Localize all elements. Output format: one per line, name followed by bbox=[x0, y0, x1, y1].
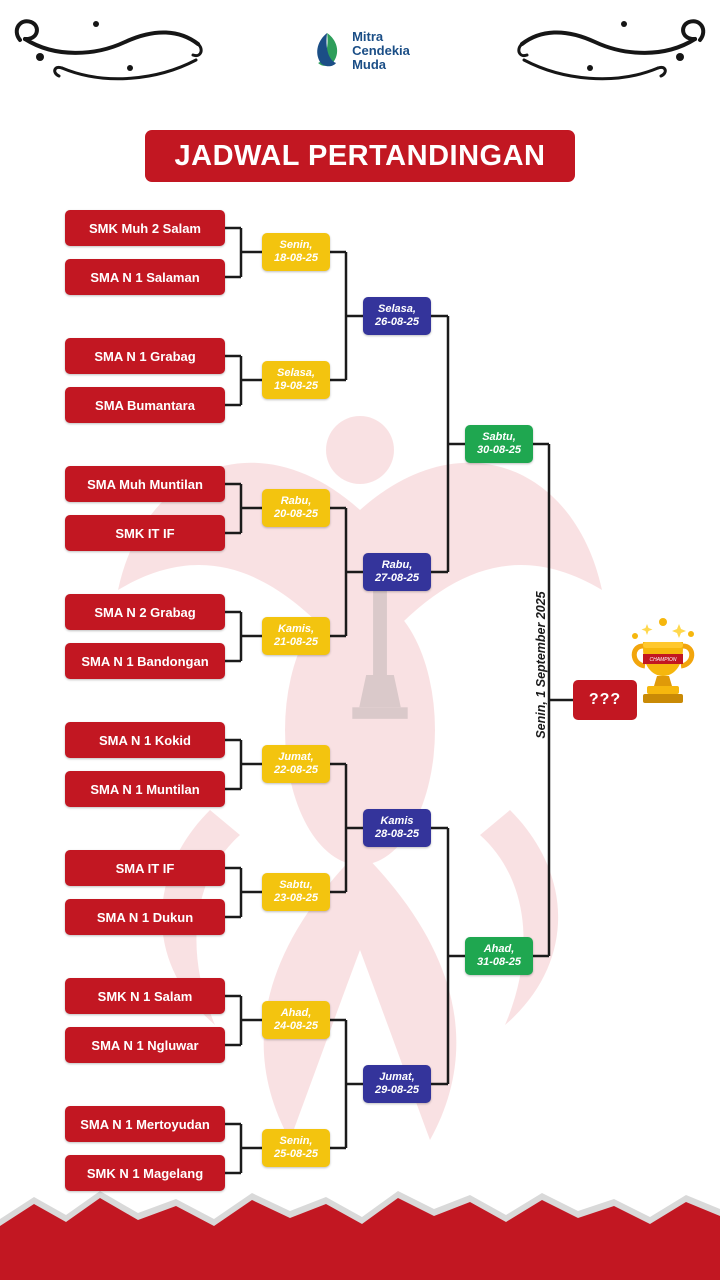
team-box: SMA Muh Muntilan bbox=[65, 466, 225, 502]
logo-line-2: Cendekia bbox=[352, 43, 410, 58]
round1-match-date: Ahad, 24-08-25 bbox=[262, 1001, 330, 1039]
round1-match-date: Senin, 25-08-25 bbox=[262, 1129, 330, 1167]
match-day: Kamis bbox=[380, 815, 414, 827]
team-box: SMA N 1 Muntilan bbox=[65, 771, 225, 807]
match-date: 29-08-25 bbox=[374, 1084, 420, 1096]
flourish-right-icon bbox=[517, 19, 706, 81]
logo-mark-icon bbox=[317, 33, 338, 67]
team-box: SMA N 1 Kokid bbox=[65, 722, 225, 758]
final-date-label: Senin, 1 September 2025 bbox=[534, 591, 548, 739]
match-date: 25-08-25 bbox=[273, 1148, 319, 1160]
trophy-band-text: CHAMPION bbox=[650, 657, 677, 663]
team-box: SMK N 1 Salam bbox=[65, 978, 225, 1014]
match-day: Sabtu, bbox=[482, 431, 516, 443]
team-box: SMA N 1 Bandongan bbox=[65, 643, 225, 679]
team-box: SMA N 2 Grabag bbox=[65, 594, 225, 630]
match-date: 27-08-25 bbox=[374, 572, 420, 584]
match-date: 23-08-25 bbox=[273, 892, 319, 904]
match-day: Ahad, bbox=[280, 1007, 312, 1019]
match-date: 24-08-25 bbox=[273, 1020, 319, 1032]
match-date: 20-08-25 bbox=[273, 508, 319, 520]
trophy-icon: CHAMPION bbox=[631, 618, 695, 703]
round1-match-date: Kamis, 21-08-25 bbox=[262, 617, 330, 655]
match-day: Rabu, bbox=[381, 559, 413, 571]
match-date: 19-08-25 bbox=[273, 380, 319, 392]
semifinal-date: Sabtu, 30-08-25 bbox=[465, 425, 533, 463]
team-box: SMA Bumantara bbox=[65, 387, 225, 423]
round1-match-date: Rabu, 20-08-25 bbox=[262, 489, 330, 527]
match-date: 30-08-25 bbox=[476, 444, 522, 456]
champion-box: ??? bbox=[573, 680, 637, 720]
round1-match-date: Selasa, 19-08-25 bbox=[262, 361, 330, 399]
match-day: Jumat, bbox=[379, 1071, 415, 1083]
logo-line-3: Muda bbox=[352, 57, 387, 72]
team-box: SMA N 1 Ngluwar bbox=[65, 1027, 225, 1063]
match-day: Kamis, bbox=[277, 623, 315, 635]
match-date: 28-08-25 bbox=[374, 828, 420, 840]
quarterfinal-date: Kamis 28-08-25 bbox=[363, 809, 431, 847]
match-date: 31-08-25 bbox=[476, 956, 522, 968]
match-date: 21-08-25 bbox=[273, 636, 319, 648]
semifinal-date: Ahad, 31-08-25 bbox=[465, 937, 533, 975]
match-day: Jumat, bbox=[278, 751, 314, 763]
team-box: SMK IT IF bbox=[65, 515, 225, 551]
match-day: Selasa, bbox=[277, 367, 315, 379]
round1-match-date: Jumat, 22-08-25 bbox=[262, 745, 330, 783]
flourish-left-icon bbox=[14, 19, 203, 81]
quarterfinal-date: Jumat, 29-08-25 bbox=[363, 1065, 431, 1103]
quarterfinal-date: Rabu, 27-08-25 bbox=[363, 553, 431, 591]
logo-text: Mitra Cendekia Muda bbox=[352, 30, 410, 72]
team-box: SMK N 1 Magelang bbox=[65, 1155, 225, 1191]
match-day: Rabu, bbox=[280, 495, 312, 507]
team-box: SMA N 1 Mertoyudan bbox=[65, 1106, 225, 1142]
match-day: Selasa, bbox=[378, 303, 416, 315]
logo: Mitra Cendekia Muda bbox=[310, 30, 410, 72]
page-title: JADWAL PERTANDINGAN bbox=[145, 130, 575, 182]
match-date: 18-08-25 bbox=[273, 252, 319, 264]
quarterfinal-date: Selasa, 26-08-25 bbox=[363, 297, 431, 335]
match-day: Sabtu, bbox=[279, 879, 313, 891]
match-day: Ahad, bbox=[483, 943, 515, 955]
match-date: 22-08-25 bbox=[273, 764, 319, 776]
round1-match-date: Sabtu, 23-08-25 bbox=[262, 873, 330, 911]
team-box: SMA IT IF bbox=[65, 850, 225, 886]
monument-watermark-icon bbox=[352, 585, 408, 719]
match-day: Senin, bbox=[279, 239, 313, 251]
match-day: Senin, bbox=[279, 1135, 313, 1147]
team-box: SMK Muh 2 Salam bbox=[65, 210, 225, 246]
match-date: 26-08-25 bbox=[374, 316, 420, 328]
team-box: SMA N 1 Dukun bbox=[65, 899, 225, 935]
round1-match-date: Senin, 18-08-25 bbox=[262, 233, 330, 271]
logo-line-1: Mitra bbox=[352, 29, 384, 44]
team-box: SMA N 1 Grabag bbox=[65, 338, 225, 374]
torn-edge bbox=[0, 1191, 720, 1280]
team-box: SMA N 1 Salaman bbox=[65, 259, 225, 295]
